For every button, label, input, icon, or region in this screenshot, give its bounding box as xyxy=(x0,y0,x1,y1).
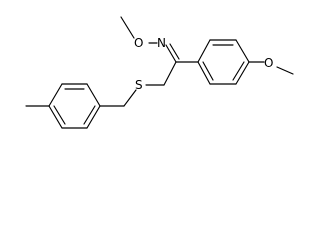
bond-c-ch2 xyxy=(163,61,177,86)
methoxyphenyl-ring xyxy=(197,39,250,85)
bond-ch3-o-oxime xyxy=(120,16,135,39)
ring2-bond-1 xyxy=(86,83,101,107)
imine-double-bond xyxy=(165,43,180,63)
ring1-bond-6 xyxy=(197,61,211,85)
ring1-double-2 xyxy=(232,61,245,81)
ring1-bond-3 xyxy=(235,39,250,63)
ring2-double-2 xyxy=(53,105,66,125)
oxime-oxygen-label: O xyxy=(134,36,143,50)
methylbenzyl-ring xyxy=(48,83,101,129)
bond-n-c-outer xyxy=(165,44,177,63)
sulfur-label: S xyxy=(135,78,143,92)
ring2-bond-3 xyxy=(48,83,63,107)
methoxy-oxygen-label: O xyxy=(264,56,273,70)
ring2-double-3 xyxy=(83,105,96,125)
ring1-bond-4 xyxy=(235,61,250,85)
ring1-bond-1 xyxy=(197,39,211,63)
oxime-methoxy-group xyxy=(120,16,158,44)
bond-n-c-inner xyxy=(169,43,180,60)
nitrogen-label: N xyxy=(157,36,166,50)
bond-o-ch3-aryl xyxy=(276,66,294,75)
ring2-bond-6 xyxy=(86,105,101,129)
bond-s-ch2-benzyl xyxy=(123,89,137,107)
ring1-double-3 xyxy=(202,61,214,81)
ring2-bond-4 xyxy=(48,105,63,129)
chemical-structure-diagram: O N S O xyxy=(25,16,294,129)
